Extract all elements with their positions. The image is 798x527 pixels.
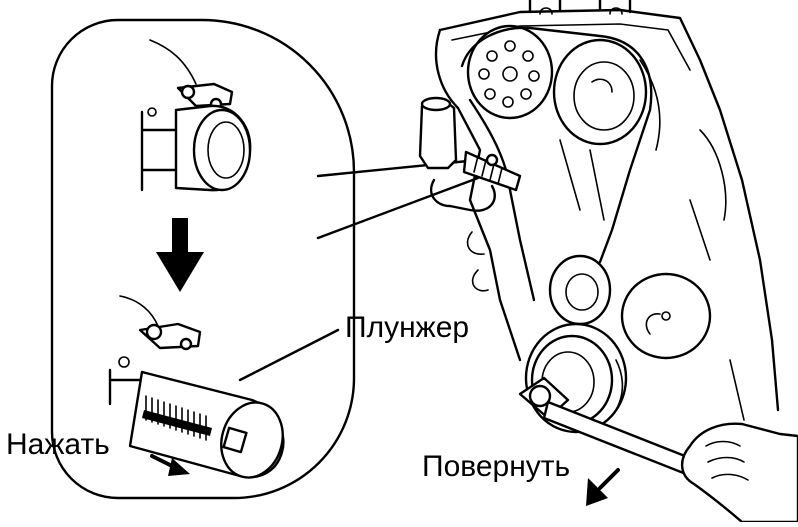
plunger-leader-line — [238, 328, 340, 382]
tensioner-extended — [108, 295, 340, 479]
engine-front — [418, 0, 798, 524]
tensioner-retracted — [140, 39, 252, 192]
plunger-label: Плунжер — [345, 311, 470, 344]
callout-leader-bottom — [316, 176, 480, 240]
rotate-direction-arrow-icon — [586, 468, 620, 506]
press-direction-arrow-icon — [150, 454, 190, 476]
down-arrow-icon — [156, 218, 204, 292]
press-label: Нажать — [6, 428, 110, 461]
turn-label: Повернуть — [422, 450, 571, 483]
